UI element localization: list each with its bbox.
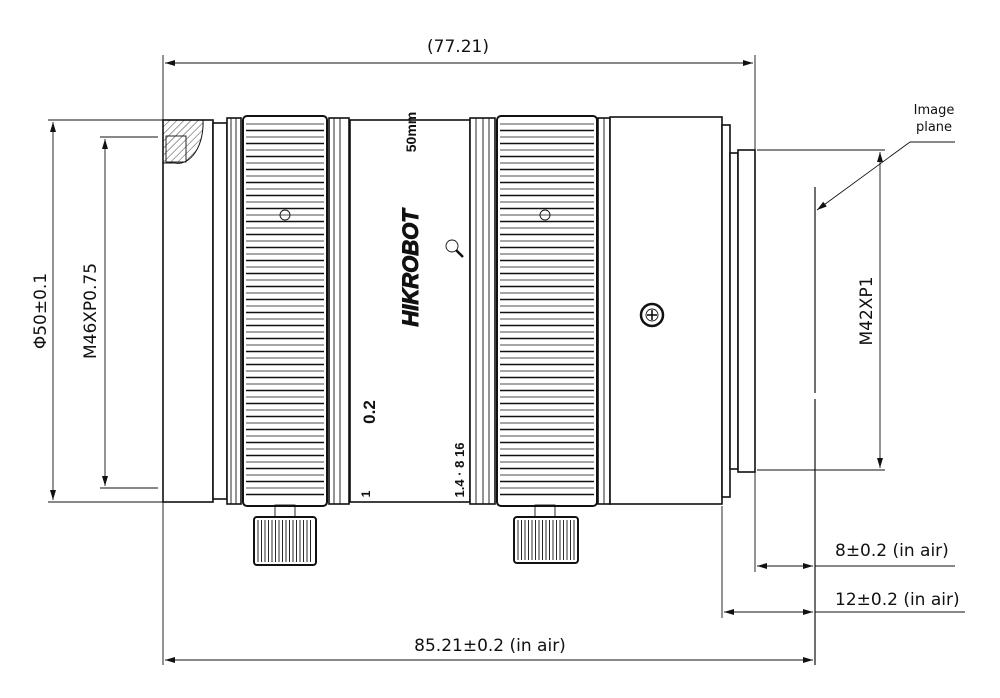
dim-filter-thread-label: M46XP0.75 [81,263,101,359]
dimension-total-length: 85.21±0.2 (in air) [165,636,813,663]
dim-flange-12-label: 12±0.2 (in air) [835,590,960,610]
dimension-outer-diameter: Φ50±0.1 [31,119,163,503]
image-plane: Image plane [814,103,955,665]
brand-logo: HIKROBOT [398,208,423,327]
phillips-screw-icon [639,302,665,328]
dim-total-length-label: 85.21±0.2 (in air) [414,636,566,656]
image-plane-label-line1: Image [914,103,955,118]
dimension-mount-thread: M42XP1 [757,149,885,471]
aperture-scale: 1.4 · 8 16 [452,443,467,498]
iris-lock-knob [513,504,579,564]
focal-length-mark: 50mm [403,112,419,152]
magnifier-icon [445,239,464,258]
dimension-flange-8: 8±0.2 (in air) [754,472,955,572]
set-screw-hole-icon [279,209,291,221]
dim-overall-ref-label: (77.21) [427,37,489,57]
dim-mount-thread-label: M42XP1 [857,276,877,345]
dim-flange-8-label: 8±0.2 (in air) [835,541,949,561]
dim-outer-diameter-label: Φ50±0.1 [31,273,51,349]
lens-body [162,115,756,566]
dimension-filter-thread: M46XP0.75 [81,136,158,489]
distance-mark: 0.2 [360,400,379,424]
iris-ring-knurl [500,123,594,496]
image-plane-label-line2: plane [916,120,952,135]
index-mark: 1 [359,490,373,497]
dimension-flange-12: 12±0.2 (in air) [721,506,965,618]
focus-lock-knob [253,504,317,566]
set-screw-hole-icon [539,209,551,221]
focus-ring-knurl [246,123,324,496]
